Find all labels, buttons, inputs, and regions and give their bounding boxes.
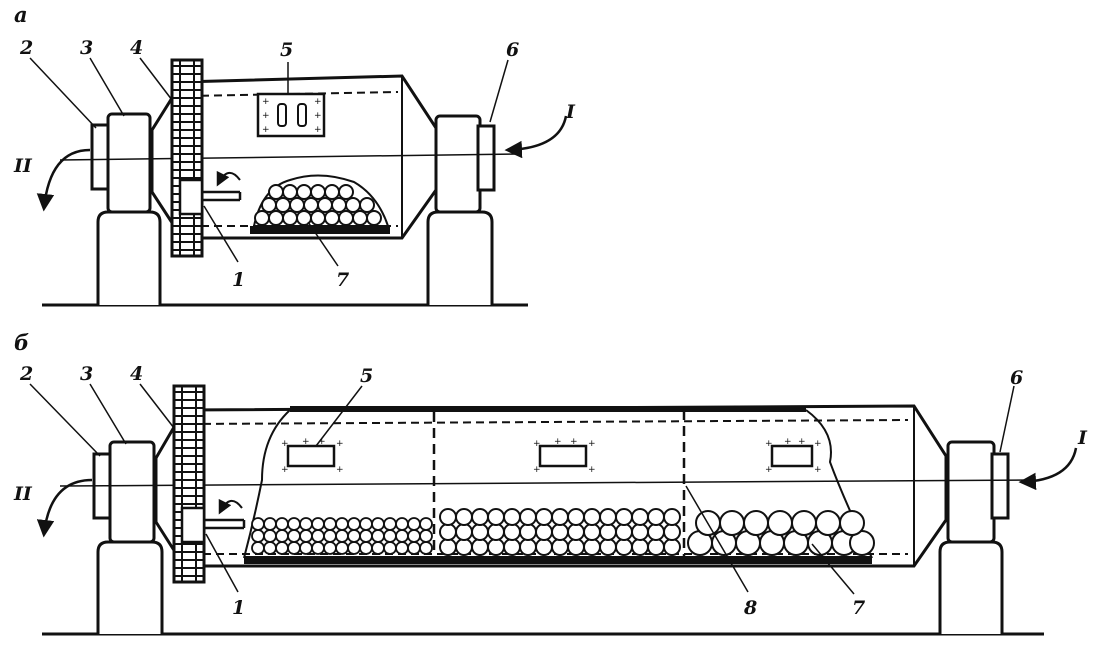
svg-text:+: +: [784, 437, 792, 447]
panel-b-pinion: [180, 498, 246, 544]
panel-a-hatch: + + + + + +: [256, 92, 326, 138]
svg-text:+: +: [336, 439, 344, 449]
panel-b-hatch-3: + + + + + +: [765, 437, 822, 475]
panel-b-label-4: 4: [130, 363, 143, 385]
panel-b-label-6: 6: [1010, 367, 1023, 389]
panel-a: а: [13, 2, 576, 307]
panel-a-label-5: 5: [280, 39, 293, 61]
panel-b-bearing-left: [108, 440, 156, 544]
svg-text:+: +: [314, 125, 322, 135]
svg-text:+: +: [314, 111, 322, 121]
panel-a-label-3: 3: [80, 37, 93, 59]
panel-b-gear-ring: [172, 384, 206, 584]
panel-b-balls-large: [687, 510, 875, 556]
svg-text:+: +: [281, 439, 289, 449]
svg-text:+: +: [570, 437, 578, 447]
panel-a-label-7: 7: [336, 269, 349, 291]
panel-a-gear-ring: [170, 58, 204, 258]
svg-text:+: +: [814, 439, 822, 449]
panel-a-left-pedestal: [96, 210, 162, 305]
panel-b-inlet-arrow: [1018, 447, 1078, 491]
svg-text:+: +: [262, 97, 270, 107]
panel-a-label-4: 4: [130, 37, 143, 59]
panel-b-label-8: 8: [743, 597, 757, 619]
panel-b-balls-medium: [439, 508, 681, 556]
svg-text:+: +: [588, 465, 596, 475]
panel-b-flow-out: II: [13, 483, 33, 505]
panel-b-trunnion-right: [990, 452, 1010, 520]
svg-text:+: +: [336, 465, 344, 475]
panel-a-outlet-arrow: [36, 148, 91, 212]
svg-text:+: +: [533, 439, 541, 449]
panel-b-label-7: 7: [852, 597, 865, 619]
panel-a-label-6: 6: [506, 39, 519, 61]
svg-text:+: +: [798, 437, 806, 447]
svg-text:+: +: [765, 465, 773, 475]
panel-a-flow-in: I: [565, 101, 576, 123]
panel-a-trunnion-right: [476, 124, 496, 192]
panel-a-bearing-left: [106, 112, 152, 214]
panel-b-label-3: 3: [80, 363, 93, 385]
svg-text:+: +: [281, 465, 289, 475]
panel-b: б: [13, 330, 1088, 636]
panel-a-ball-charge: [250, 174, 390, 234]
svg-text:+: +: [533, 465, 541, 475]
panel-b-hatch-1: + + + + + +: [281, 437, 344, 475]
svg-text:+: +: [588, 439, 596, 449]
panel-b-bearing-right: [946, 440, 996, 544]
panel-a-flow-out: II: [13, 155, 33, 177]
panel-a-inlet-arrow: [504, 115, 568, 159]
svg-text:+: +: [814, 465, 822, 475]
panel-b-label-5: 5: [360, 365, 373, 387]
panel-a-pinion: [178, 170, 242, 216]
svg-text:+: +: [765, 439, 773, 449]
panel-a-label-2: 2: [19, 37, 33, 59]
panel-a-label-1: 1: [232, 269, 245, 291]
panel-b-hatch-2: + + + + + +: [533, 437, 596, 475]
panel-b-right-pedestal: [938, 540, 1004, 634]
svg-text:+: +: [262, 125, 270, 135]
panel-b-balls-small: [251, 517, 433, 555]
panel-a-right-pedestal: [426, 210, 494, 305]
panel-a-title: а: [14, 2, 28, 27]
svg-text:+: +: [318, 437, 326, 447]
panel-a-bearing-right: [434, 114, 482, 214]
panel-b-label-1: 1: [232, 597, 245, 619]
panel-b-title: б: [14, 330, 29, 355]
svg-text:+: +: [302, 437, 310, 447]
svg-text:+: +: [554, 437, 562, 447]
svg-text:+: +: [262, 111, 270, 121]
panel-b-label-2: 2: [19, 363, 33, 385]
panel-b-outlet-arrow: [36, 478, 93, 538]
panel-b-left-pedestal: [96, 540, 164, 634]
panel-b-flow-in: I: [1077, 427, 1088, 449]
svg-text:+: +: [314, 97, 322, 107]
